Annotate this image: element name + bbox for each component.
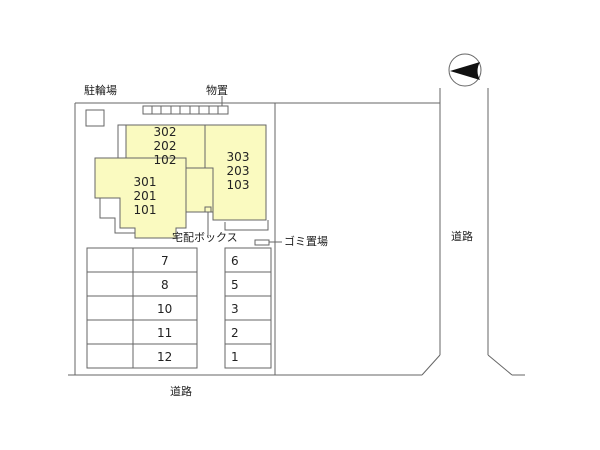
unit-label: 102: [153, 153, 177, 167]
building-east-units: 303 203 103: [218, 150, 258, 192]
bicycle-parking-label: 駐輪場: [84, 84, 117, 97]
garbage-area-box: [254, 239, 270, 246]
parking-slot-number: 7: [161, 254, 169, 268]
parking-slot-number: 5: [231, 278, 239, 292]
unit-label: 101: [133, 203, 157, 217]
road-bottom-label: 道路: [170, 385, 192, 398]
parking-slot-number: 8: [161, 278, 169, 292]
building-west: [94, 157, 187, 239]
parking-slot-number: 6: [231, 254, 239, 268]
bicycle-parking-box: [85, 109, 105, 127]
storage-strip: [142, 96, 229, 115]
unit-label: 303: [226, 150, 250, 164]
parking-right-grid: [224, 247, 272, 369]
road-right-label: 道路: [451, 230, 473, 243]
parking-slot-number: 11: [157, 326, 173, 340]
parking-slot-number: 1: [231, 350, 239, 364]
parking-slot-number: 2: [231, 326, 239, 340]
unit-label: 301: [133, 175, 157, 189]
parking-slot-number: 12: [157, 350, 173, 364]
storage-label: 物置: [206, 84, 228, 97]
unit-label: 203: [226, 164, 250, 178]
unit-label: 103: [226, 178, 250, 192]
building-north-units: 302 202 102: [145, 125, 185, 167]
parking-left-grid: [86, 247, 198, 369]
north-arrow-icon: [448, 53, 482, 87]
parking-slot-number: 10: [157, 302, 173, 316]
unit-label: 302: [153, 125, 177, 139]
delivery-box-label: 宅配ボックス: [172, 231, 238, 244]
garbage-area-label: ゴミ置場: [284, 235, 328, 248]
site-boundary: [68, 88, 525, 376]
building-west-units: 301 201 101: [125, 175, 165, 217]
building-connector: [185, 167, 214, 213]
building-outline-lines: [99, 124, 269, 234]
parking-slot-number: 3: [231, 302, 239, 316]
unit-label: 202: [153, 139, 177, 153]
unit-label: 201: [133, 189, 157, 203]
